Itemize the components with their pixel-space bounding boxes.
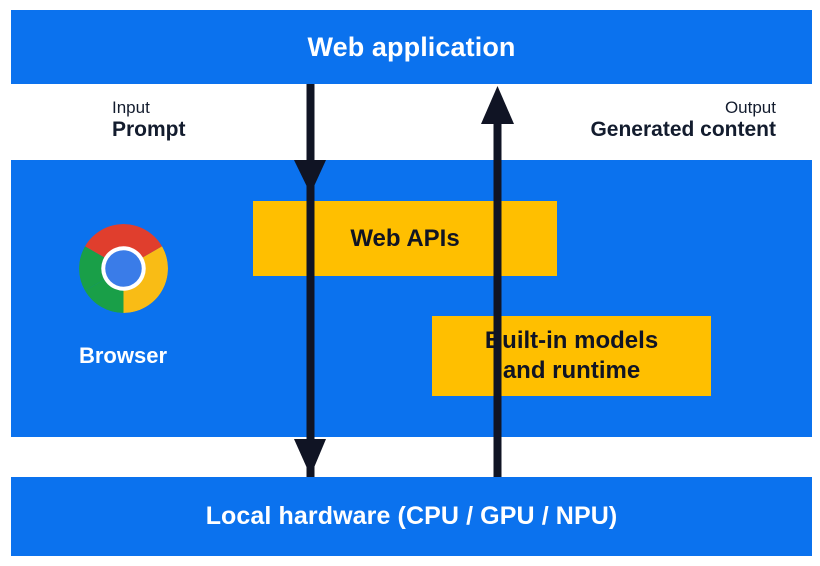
output-flow-label: Output Generated content: [590, 98, 776, 143]
built-in-models-label-line1: Built-in models: [484, 327, 659, 355]
local-hardware-layer: Local hardware (CPU / GPU / NPU): [11, 477, 812, 556]
output-value-label: Generated content: [590, 118, 776, 142]
web-apis-box: Web APIs: [253, 201, 557, 276]
chrome-logo-icon: [79, 224, 168, 313]
output-kind-label: Output: [724, 98, 776, 117]
web-application-label: Web application: [307, 31, 516, 62]
input-value-label: Prompt: [112, 118, 186, 142]
web-application-layer: Web application: [11, 10, 812, 84]
built-in-models-box: Built-in models and runtime: [432, 316, 711, 396]
input-flow-label: Input Prompt: [112, 98, 186, 143]
web-apis-label: Web APIs: [350, 224, 460, 252]
browser-label: Browser: [78, 343, 168, 368]
built-in-models-label-line2: and runtime: [502, 357, 641, 384]
input-kind-label: Input: [112, 98, 150, 117]
local-hardware-label: Local hardware (CPU / GPU / NPU): [205, 502, 618, 530]
